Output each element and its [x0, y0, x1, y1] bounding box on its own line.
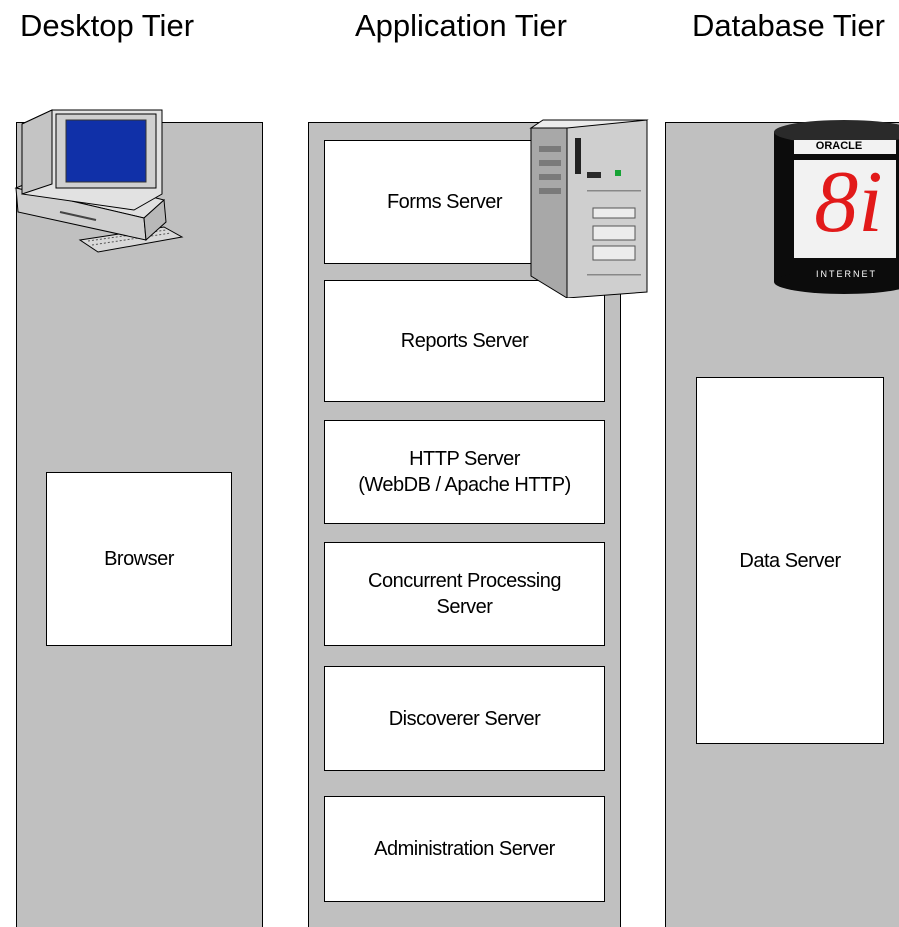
discoverer-server-label: Discoverer Server: [388, 707, 541, 730]
forms-server-label: Forms Server: [386, 191, 503, 213]
concurrent-processing-server-box: Concurrent Processing Server: [324, 542, 605, 646]
data-server-box: Data Server: [696, 377, 884, 744]
server-tower-icon: [529, 119, 649, 298]
oracle-version-text: 8i: [814, 154, 883, 251]
concurrent-processing-label: Concurrent Processing: [368, 570, 561, 592]
http-server-label: HTTP Server: [409, 448, 520, 470]
concurrent-processing-sublabel: Server: [436, 596, 493, 618]
administration-server-box: Administration Server: [324, 796, 605, 902]
database-tier-title: Database Tier: [692, 8, 885, 43]
application-tier-title: Application Tier: [355, 8, 567, 43]
discoverer-server-box: Discoverer Server: [324, 666, 605, 771]
oracle-8i-logo: ORACLE 8i INTERNET: [772, 120, 899, 295]
oracle-brand-text: ORACLE: [815, 140, 863, 152]
administration-server-label: Administration Server: [374, 838, 555, 860]
desktop-computer-icon: [14, 109, 184, 253]
reports-server-box: Reports Server: [324, 280, 605, 402]
reports-server-label: Reports Server: [400, 330, 529, 352]
data-server-label: Data Server: [739, 549, 841, 572]
database-cylinder-icon: [774, 120, 899, 294]
http-server-sublabel: (WebDB / Apache HTTP): [358, 474, 571, 496]
desktop-tier-title: Desktop Tier: [20, 8, 195, 43]
browser-box: Browser: [46, 472, 232, 646]
oracle-subtitle-text: INTERNET: [816, 269, 877, 279]
browser-label: Browser: [104, 548, 174, 570]
http-server-box: HTTP Server (WebDB / Apache HTTP): [324, 420, 605, 524]
